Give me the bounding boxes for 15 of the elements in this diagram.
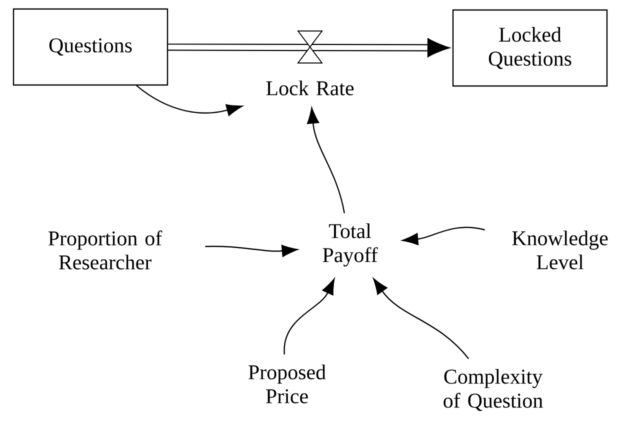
arrow xyxy=(307,108,345,214)
variable-label: Total Payoff xyxy=(322,223,378,267)
variable-label: Complexity of Question xyxy=(444,369,543,411)
stock-box: Questions xyxy=(12,8,168,86)
variable-label: Lock Rate xyxy=(266,80,354,96)
variable-label: Proposed Price xyxy=(248,364,326,404)
arrow xyxy=(136,85,242,116)
arrow xyxy=(373,278,470,360)
flow-pipe xyxy=(168,38,450,58)
arrow xyxy=(402,226,485,246)
stock-box: Locked Questions xyxy=(452,9,608,87)
arrow xyxy=(284,278,335,354)
arrow xyxy=(205,244,298,257)
variable-label: Proportion of Researcher xyxy=(48,230,162,270)
variable-label: Knowledge Level xyxy=(512,230,608,270)
